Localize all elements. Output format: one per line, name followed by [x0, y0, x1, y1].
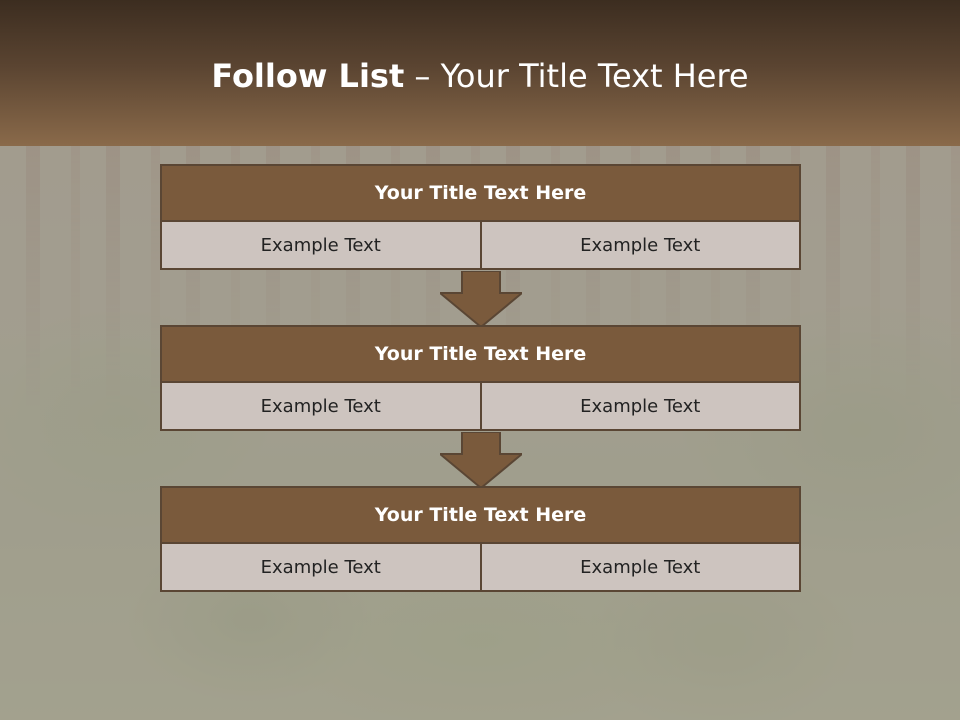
step-1-right-cell: Example Text	[479, 222, 799, 268]
slide-title: Follow List – Your Title Text Here	[0, 54, 960, 98]
title-band	[0, 0, 960, 146]
step-3-left-cell: Example Text	[162, 544, 480, 590]
step-block-3: Your Title Text Here Example Text Exampl…	[160, 486, 801, 592]
down-arrow-icon	[440, 271, 522, 329]
step-1-title: Your Title Text Here	[162, 166, 799, 222]
step-2-right-cell: Example Text	[479, 383, 799, 429]
step-3-title: Your Title Text Here	[162, 488, 799, 544]
step-3-right-cell: Example Text	[479, 544, 799, 590]
step-3-row: Example Text Example Text	[162, 544, 799, 590]
down-arrow-icon	[440, 432, 522, 490]
slide-title-rest: – Your Title Text Here	[404, 57, 749, 95]
step-1-row: Example Text Example Text	[162, 222, 799, 268]
step-2-row: Example Text Example Text	[162, 383, 799, 429]
step-block-1: Your Title Text Here Example Text Exampl…	[160, 164, 801, 270]
step-2-title: Your Title Text Here	[162, 327, 799, 383]
slide-title-bold: Follow List	[211, 57, 405, 95]
step-2-left-cell: Example Text	[162, 383, 480, 429]
step-1-left-cell: Example Text	[162, 222, 480, 268]
step-block-2: Your Title Text Here Example Text Exampl…	[160, 325, 801, 431]
